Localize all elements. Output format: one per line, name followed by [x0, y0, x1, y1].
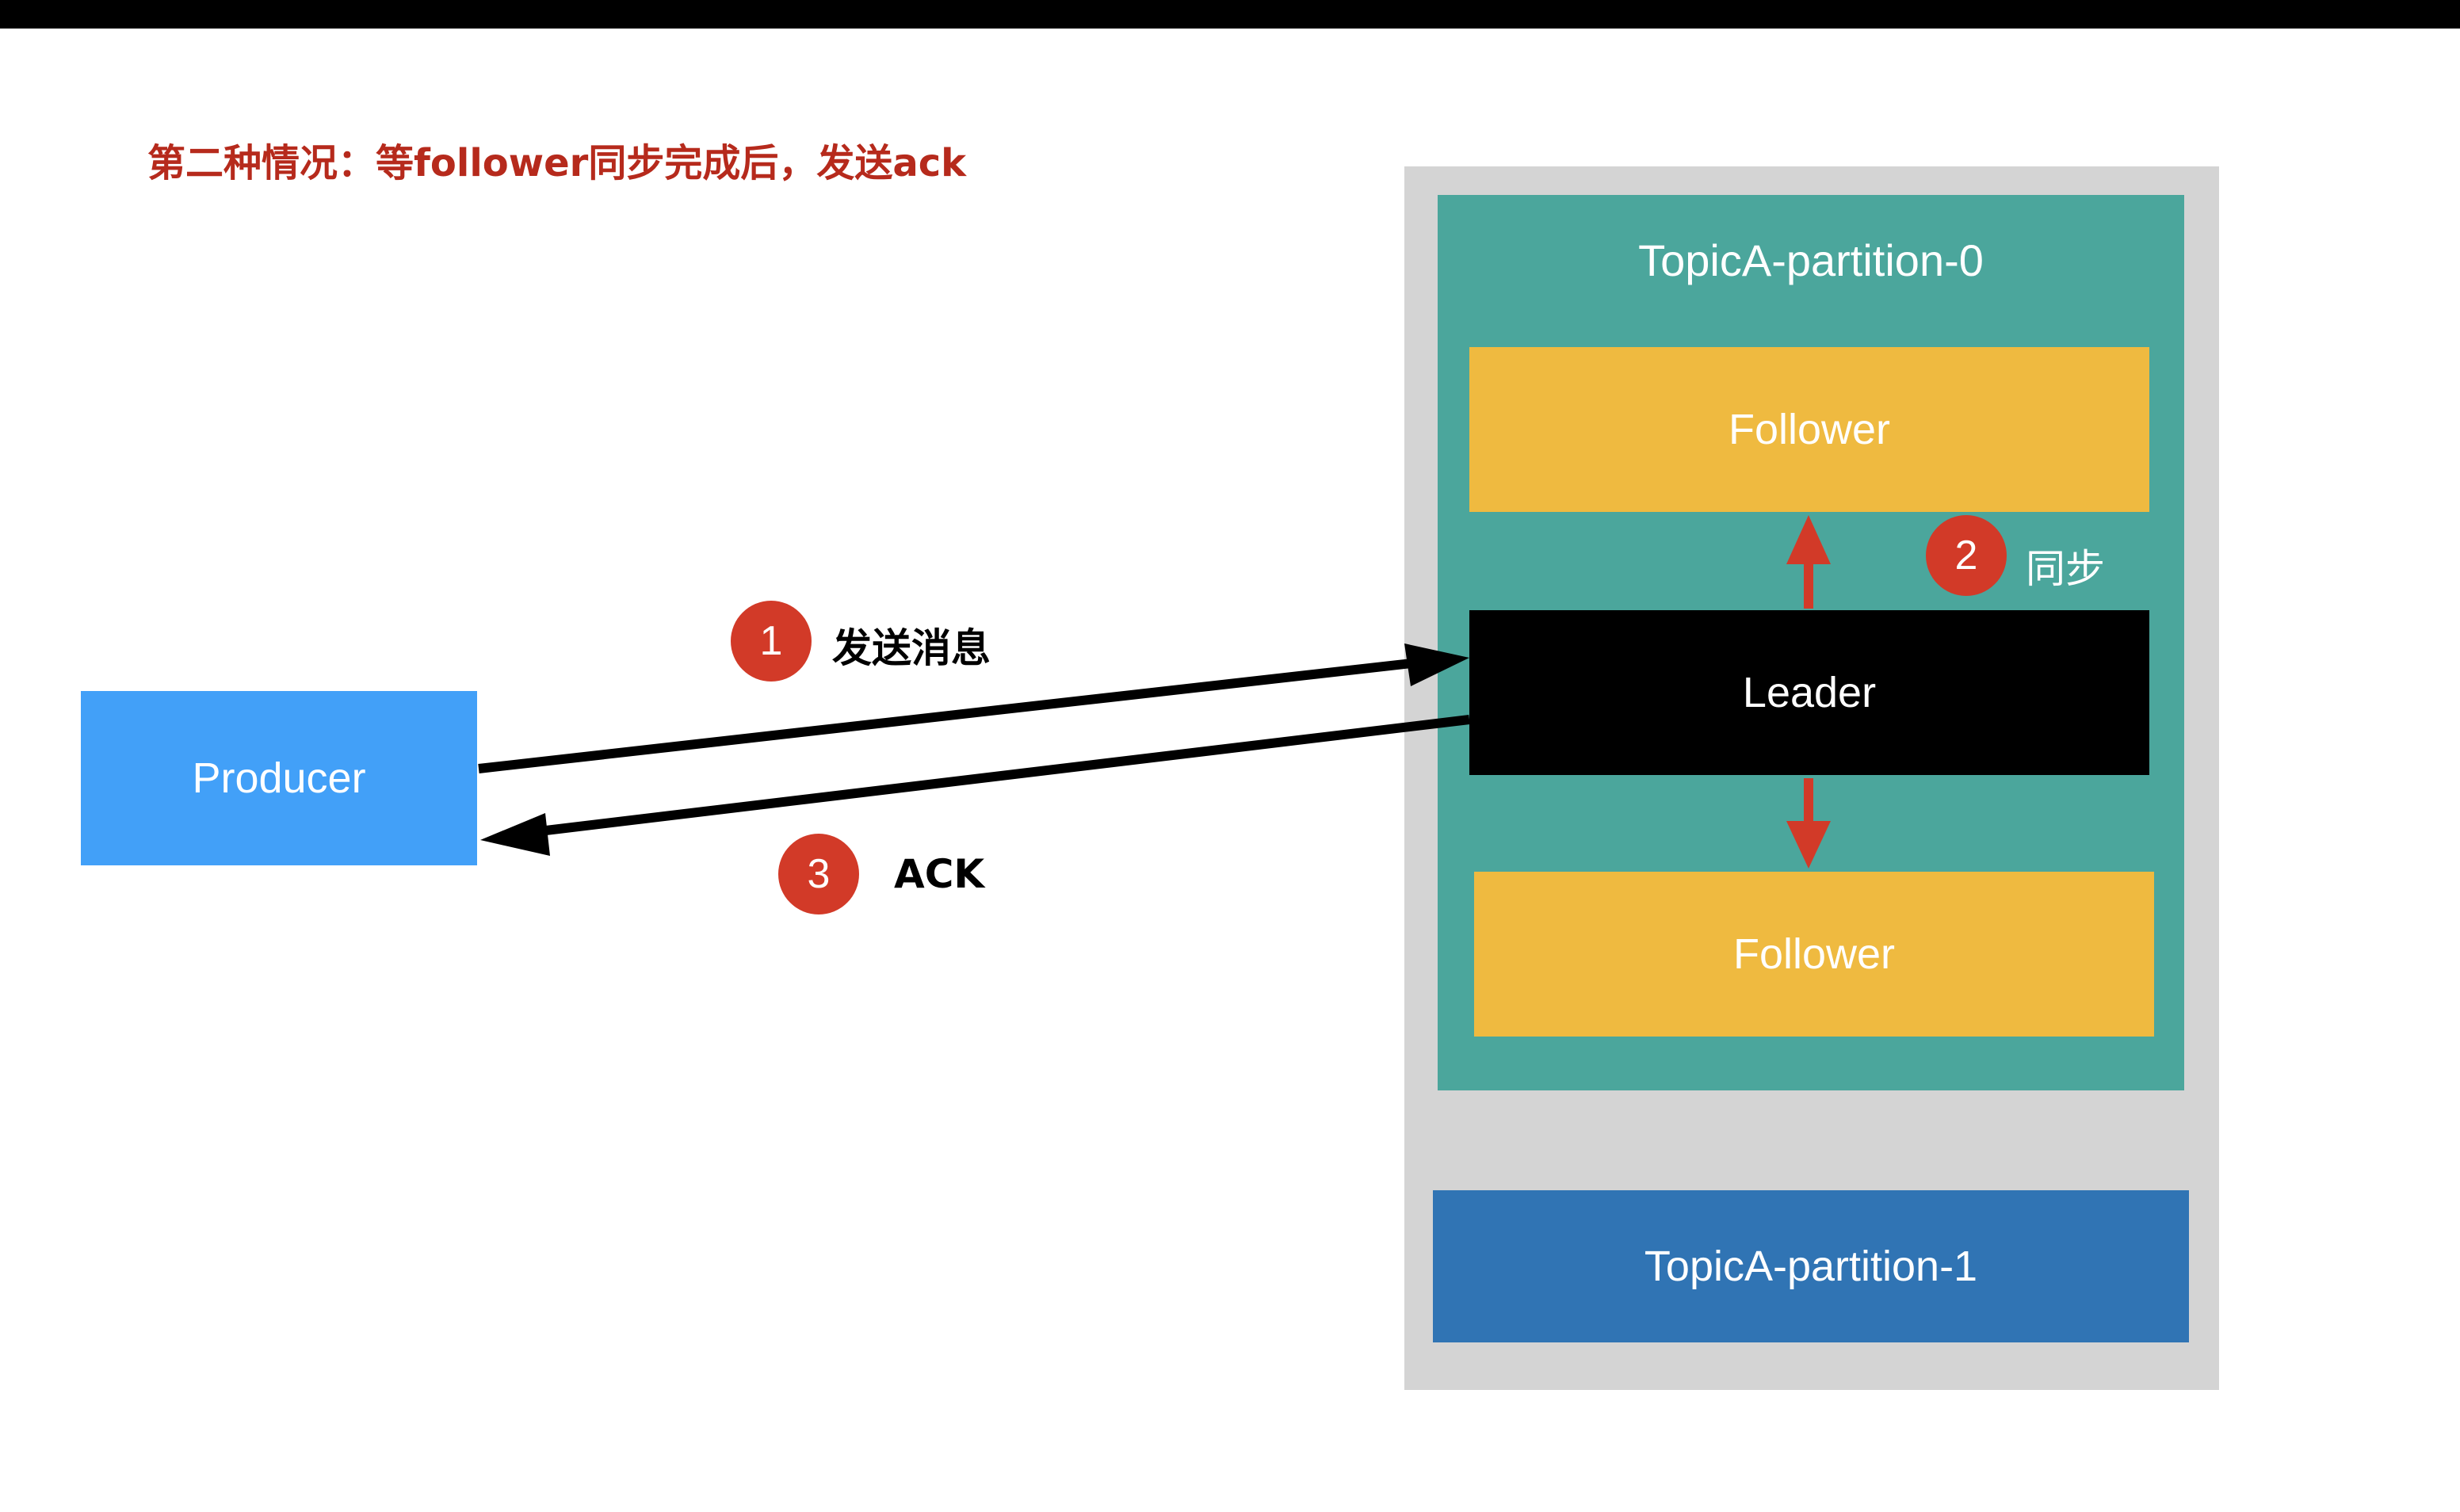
follower-top-box: Follower — [1469, 347, 2149, 512]
send-message-arrow — [478, 643, 1469, 773]
step-2-badge: 2 — [1926, 515, 2007, 596]
step-3-label: ACK — [894, 851, 985, 897]
partition-0-label: TopicA-partition-0 — [1638, 235, 1984, 285]
sync-arrow-down — [1786, 778, 1831, 869]
diagram-title: 第二种情况：等follower同步完成后，发送ack — [147, 141, 967, 185]
step-3-badge: 3 — [778, 834, 859, 914]
ack-arrow — [480, 715, 1470, 856]
step-2-label: 同步 — [2026, 546, 2105, 592]
follower-bottom-box: Follower — [1474, 872, 2154, 1037]
step-1-badge: 1 — [731, 601, 812, 682]
partition-1-box: TopicA-partition-1 — [1433, 1190, 2189, 1342]
top-bar — [0, 0, 2460, 29]
leader-box: Leader — [1469, 610, 2149, 775]
step-1-label: 发送消息 — [832, 625, 991, 671]
sync-arrow-up — [1786, 515, 1831, 609]
producer-box: Producer — [81, 691, 477, 865]
